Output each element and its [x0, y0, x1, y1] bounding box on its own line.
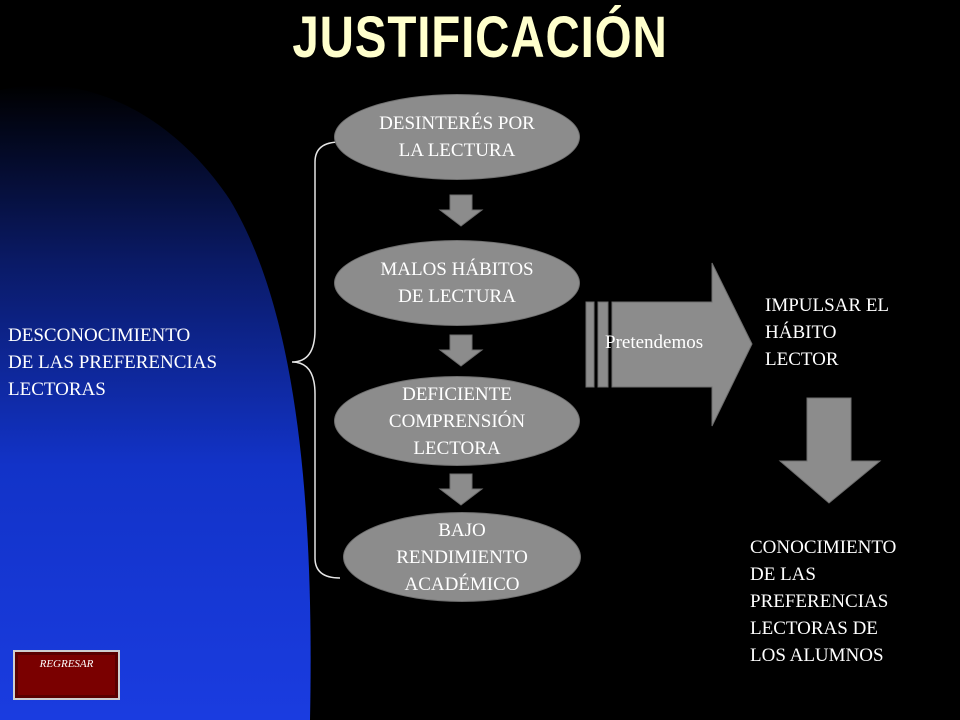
down-arrow-2	[438, 334, 484, 367]
big-down-arrow	[778, 397, 882, 504]
node-malos-habitos: MALOS HÁBITOS DE LECTURA	[334, 240, 580, 326]
left-cause-text: DESCONOCIMIENTO DE LAS PREFERENCIAS LECT…	[8, 325, 218, 400]
node-desinteres-label: DESINTERÉS POR LA LECTURA	[379, 113, 535, 161]
left-brace	[291, 141, 341, 579]
page-title: JUSTIFICACIÓN	[292, 5, 668, 70]
back-button-label: REGRESAR	[39, 658, 94, 670]
node-deficiente-comprension: DEFICIENTE COMPRENSIÓN LECTORA	[334, 376, 580, 466]
node-bajo-rendimiento: BAJO RENDIMIENTO ACADÉMICO	[343, 512, 581, 602]
back-button[interactable]: REGRESAR	[13, 650, 120, 700]
arrow-stripe-1	[585, 301, 595, 388]
node-malos-habitos-label: MALOS HÁBITOS DE LECTURA	[380, 259, 534, 307]
down-arrow-1	[438, 194, 484, 227]
big-right-arrow	[611, 262, 753, 427]
node-desinteres: DESINTERÉS POR LA LECTURA	[334, 94, 580, 180]
result-text: CONOCIMIENTO DE LAS PREFERENCIAS LECTORA…	[750, 537, 897, 666]
arrow-label: Pretendemos	[605, 332, 704, 353]
node-deficiente-label: DEFICIENTE COMPRENSIÓN LECTORA	[388, 383, 526, 459]
goal-text: IMPULSAR EL HÁBITO LECTOR	[765, 295, 890, 370]
down-arrow-3	[438, 473, 484, 506]
node-bajo-rendimiento-label: BAJO RENDIMIENTO ACADÉMICO	[396, 519, 528, 595]
arrow-stripe-2	[597, 301, 609, 388]
